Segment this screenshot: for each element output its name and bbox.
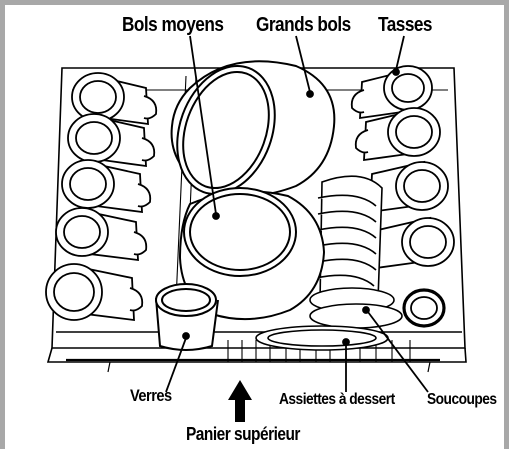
- cup-left-4: [55, 207, 148, 262]
- label-large-bowls: Grands bols: [256, 14, 351, 36]
- cup-right-5: [402, 288, 446, 328]
- large-bowl: [170, 60, 336, 197]
- cup-left-5: [45, 263, 144, 322]
- label-cups: Tasses: [378, 14, 432, 36]
- cup-right-2: [354, 107, 441, 162]
- label-upper-basket: Panier supérieur: [186, 424, 300, 444]
- glass: [155, 283, 219, 351]
- cups-left: [45, 72, 158, 322]
- up-arrow-icon: [228, 380, 252, 422]
- cup-right-4: [366, 216, 455, 270]
- label-medium-bowls: Bols moyens: [122, 14, 224, 36]
- plates-stack: [255, 175, 403, 351]
- cup-right-3: [360, 160, 449, 214]
- cup-right-1: [350, 65, 433, 120]
- medium-bowl: [178, 187, 326, 321]
- leader-lines: [165, 35, 429, 393]
- cup-left-3: [61, 159, 152, 214]
- label-saucers: Soucoupes: [427, 391, 497, 408]
- label-glasses: Verres: [130, 386, 172, 405]
- cup-left-2: [67, 113, 156, 168]
- label-dessert-plates: Assiettes à dessert: [279, 391, 395, 408]
- cups-right: [350, 65, 455, 328]
- cup-left-1: [71, 72, 158, 126]
